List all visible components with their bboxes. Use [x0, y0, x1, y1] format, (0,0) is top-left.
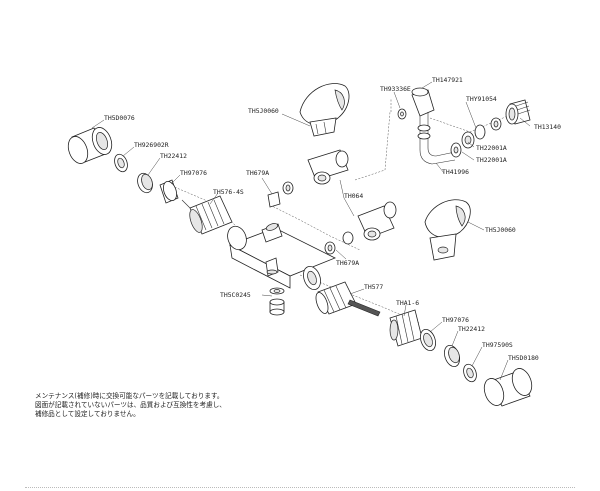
nut-left-drawing — [137, 172, 153, 194]
part-label-th5d0180[interactable]: TH5D0180 — [508, 354, 539, 362]
part-label-th5j0060-right[interactable]: TH5J0060 — [485, 226, 516, 234]
part-label-th41996[interactable]: TH41996 — [442, 168, 469, 176]
washer-right-drawing — [463, 363, 477, 383]
cover-cap-top-drawing — [299, 83, 350, 137]
part-label-th13140[interactable]: TH13140 — [534, 123, 561, 131]
part-label-th97076-left[interactable]: TH97076 — [180, 169, 207, 177]
part-label-th97590s[interactable]: TH97590S — [482, 341, 513, 349]
part-label-th22412-right[interactable]: TH22412 — [458, 325, 485, 333]
maintenance-note-line-2: 図面が記載されていないパーツは、品質および互換性を考慮し、 — [35, 401, 226, 409]
part-label-th22412-left[interactable]: TH22412 — [160, 152, 187, 160]
handle-cap-right-drawing — [483, 368, 533, 407]
part-label-th22001a-upper[interactable]: TH22001A — [476, 144, 507, 152]
part-label-thy91054[interactable]: THY91054 — [466, 95, 497, 103]
part-label-th147921[interactable]: TH147921 — [432, 76, 463, 84]
part-label-th5c0245[interactable]: TH5C0245 — [220, 291, 251, 299]
strainer-drawing — [269, 287, 285, 316]
part-label-tha1-6[interactable]: THA1-6 — [396, 299, 419, 307]
part-label-th5d0076[interactable]: TH5D0076 — [104, 114, 135, 122]
elbow-fitting-top-drawing — [267, 149, 349, 208]
part-label-th97076-right[interactable]: TH97076 — [442, 316, 469, 324]
cartridge-right-drawing — [315, 281, 381, 317]
bushing-right-drawing — [420, 328, 436, 352]
sleeve-assembly-drawing — [389, 309, 423, 347]
bottom-divider — [25, 487, 575, 488]
cartridge-left-drawing — [181, 195, 233, 235]
elbow-pipe-drawing — [411, 87, 456, 165]
valve-body-drawing — [227, 223, 336, 291]
part-label-th679a-top[interactable]: TH679A — [246, 169, 269, 177]
part-label-th577[interactable]: TH577 — [364, 283, 383, 291]
part-label-th5j0060-top[interactable]: TH5J0060 — [248, 107, 279, 115]
maintenance-note-line-1: メンテナンス(補修)時に交換可能なパーツを記載しております。 — [35, 392, 224, 400]
ring-part-drawing — [114, 153, 128, 173]
part-label-th679a-mid[interactable]: TH679A — [336, 259, 359, 267]
right-union-drawing — [450, 99, 531, 158]
elbow-fitting-mid-drawing — [324, 201, 397, 255]
part-label-th93336e[interactable]: TH93336E — [380, 85, 411, 93]
nut-right-drawing — [444, 344, 460, 368]
handle-cap-left-drawing — [67, 127, 113, 164]
part-label-th576-4s[interactable]: TH576-4S — [213, 188, 244, 196]
small-washer-drawing — [397, 108, 407, 120]
part-label-th064[interactable]: TH064 — [344, 192, 363, 200]
part-label-th926902r[interactable]: TH926902R — [134, 141, 169, 149]
cover-cap-right-drawing — [424, 199, 471, 261]
bushing-left-drawing — [159, 179, 179, 204]
part-label-th22001a-lower[interactable]: TH22001A — [476, 156, 507, 164]
maintenance-note-line-3: 補修品として設定しておりません。 — [35, 410, 140, 418]
